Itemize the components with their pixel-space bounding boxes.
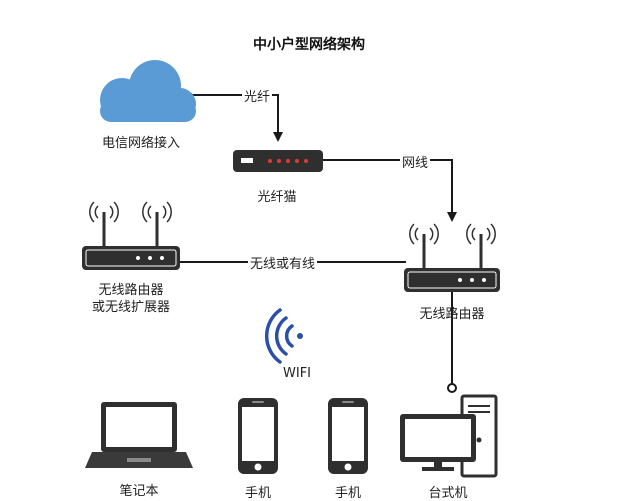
- extender-router-icon: [82, 201, 180, 270]
- main-router-icon: [404, 223, 500, 292]
- laptop-icon: [85, 402, 193, 468]
- wireless-or-wired-edge-label: 无线或有线: [248, 253, 318, 272]
- connection-lines: [180, 94, 457, 393]
- cable-link: [322, 159, 457, 222]
- extender-label-line2: 或无线扩展器: [91, 300, 171, 315]
- modem-label: 光纤猫: [257, 190, 297, 205]
- cable-edge-label: 网线: [400, 152, 431, 171]
- diagram-title: 中小户型网络架构: [253, 37, 365, 53]
- fiber-edge-label: 光纤: [242, 86, 273, 105]
- cloud-icon: [100, 60, 196, 122]
- router-label: 无线路由器: [419, 307, 485, 322]
- phone-icon-1: [238, 398, 278, 474]
- wifi-label: WIFI: [283, 366, 311, 381]
- fiber-link: [188, 94, 283, 142]
- laptop-label: 笔记本: [119, 484, 159, 499]
- phone2-label: 手机: [334, 486, 362, 501]
- fiber-modem-icon: [233, 150, 323, 172]
- desktop-label: 台式机: [428, 486, 468, 501]
- phone-icon-2: [328, 398, 368, 474]
- extender-label-line1: 无线路由器: [98, 283, 164, 298]
- wifi-icon: [264, 308, 303, 364]
- desktop-computer-icon: [400, 394, 498, 478]
- desktop-port-connector: [447, 383, 457, 393]
- phone1-label: 手机: [244, 486, 272, 501]
- internet-label: 电信网络接入: [101, 136, 181, 151]
